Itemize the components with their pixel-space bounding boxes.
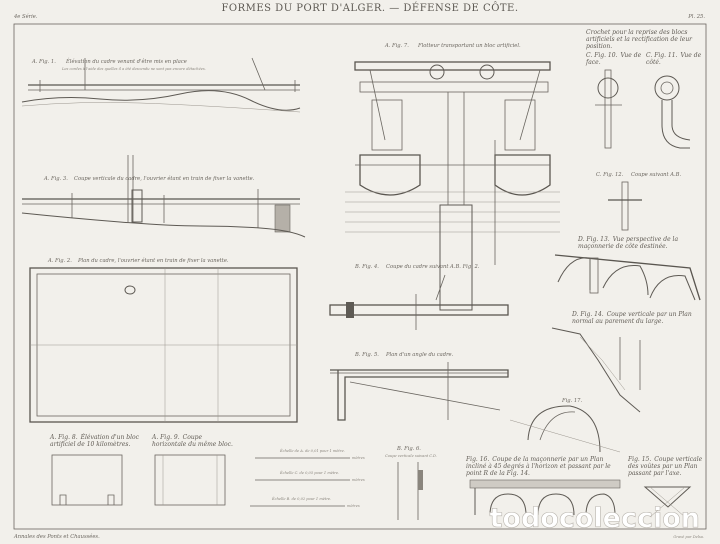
fig2-plan: A. Fig. 2. Plan du cadre, l'ouvrier étan…	[29, 257, 298, 423]
fig10-caption-block: C. Fig. 10.Vue de face.	[586, 52, 642, 66]
watermark: todocoleccion	[490, 503, 701, 534]
scale-c-label: Échelle C. de 0,05 pour 1 mètre.	[279, 470, 339, 475]
plate-title: FORMES DU PORT D'ALGER. — DÉFENSE DE CÔT…	[221, 2, 518, 14]
fig12-label: C. Fig. 12.	[596, 172, 624, 178]
fig10-11-12-hook: C. Fig. 12. Coupe suivant A.B.	[595, 69, 691, 231]
fig5-caption: Plan d'un angle du cadre.	[385, 352, 454, 358]
fig3-caption: Coupe verticale du cadre, l'ouvrier étan…	[74, 175, 255, 182]
fig10-caption: Vue de face.	[586, 52, 642, 66]
fig8-caption: Élévation d'un bloc artificiel de 10 kil…	[50, 434, 139, 448]
fig17-arcs: Fig. 17.	[509, 398, 621, 453]
fig4-caption: Coupe du cadre suivant A.B. Fig. 2.	[386, 264, 480, 270]
fig1-note: Les cordes à l'aide des quelles il a été…	[61, 67, 206, 71]
scale-bars: Échelle de A. de 0,01 pour 1 mètre. mètr…	[250, 448, 365, 508]
fig15-caption-block: Fig. 15.Coupe verticale des voûtes par u…	[628, 456, 704, 477]
scale-b-label: Échelle B. de 0,02 pour 1 mètre.	[271, 496, 331, 501]
scale-a-unit: mètres	[352, 456, 365, 460]
fig9-caption-block: A. Fig. 9.Coupe horizontale du même bloc…	[152, 434, 238, 448]
fig13-perspective	[554, 254, 701, 301]
fig1-label: A. Fig. 1.	[31, 59, 56, 65]
fig16-arcade	[469, 479, 621, 516]
fig14-caption: Coupe verticale par un Plan normal au pa…	[572, 311, 692, 325]
fig11-caption-block: C. Fig. 11.Vue de côté.	[646, 52, 704, 66]
publisher-credit: Annales des Ponts et Chaussées.	[13, 533, 100, 540]
fig3-label: A. Fig. 3.	[43, 176, 68, 182]
fig1-caption: Élévation du cadre venant d'être mis en …	[65, 57, 187, 65]
fig16-caption-block: Fig. 16.Coupe de la maçonnerie par un Pl…	[466, 456, 624, 477]
fig4-label: B. Fig. 4.	[354, 264, 379, 270]
fig6-caption: Coupe verticale suivant C.D.	[385, 454, 437, 458]
fig4-section: B. Fig. 4. Coupe du cadre suivant A.B. F…	[329, 264, 509, 330]
fig2-caption: Plan du cadre, l'ouvrier étant en train …	[77, 257, 229, 264]
scale-a-label: Échelle de A. de 0,01 pour 1 mètre.	[279, 448, 345, 453]
plate-border	[13, 23, 707, 530]
fig6-label: B. Fig. 6.	[396, 446, 421, 452]
fig8-caption-block: A. Fig. 8.Élévation d'un bloc artificiel…	[50, 434, 142, 448]
fig13-label: D. Fig. 13.	[578, 236, 610, 243]
fig8-label: A. Fig. 8.	[50, 434, 78, 441]
fig5-label: B. Fig. 5.	[354, 352, 379, 358]
fig14-caption-block: D. Fig. 14.Coupe verticale par un Plan n…	[572, 311, 702, 325]
fig3-section: A. Fig. 3. Coupe verticale du cadre, l'o…	[21, 155, 306, 238]
fig2-label: A. Fig. 2.	[47, 258, 72, 264]
fig16-label: Fig. 16.	[466, 456, 490, 463]
fig11-label: C. Fig. 11.	[646, 52, 678, 59]
fig14-label: D. Fig. 14.	[572, 311, 604, 318]
fig1-elevation: A. Fig. 1. Élévation du cadre venant d'ê…	[21, 57, 301, 113]
fig12-caption: Coupe suivant A.B.	[631, 172, 681, 178]
fig9-label: A. Fig. 9.	[152, 434, 180, 441]
fig15-caption: Coupe verticale des voûtes par un Plan p…	[628, 456, 703, 477]
fig16-caption: Coupe de la maçonnerie par un Plan incli…	[466, 456, 611, 477]
scale-b-unit: mètres	[347, 504, 360, 508]
fig10-11-title: Crochet pour la reprise des blocs artifi…	[586, 29, 693, 50]
plate-number: Pl. 25.	[687, 14, 705, 20]
series-label: 4e Série.	[13, 13, 38, 20]
fig7-label: A. Fig. 7.	[384, 43, 409, 49]
fig7-float: A. Fig. 7. Flotteur transportant un bloc…	[345, 43, 560, 311]
fig10-label: C. Fig. 10.	[586, 52, 618, 59]
fig17-label: Fig. 17.	[561, 398, 582, 404]
fig6-section: B. Fig. 6. Coupe verticale suivant C.D.	[385, 446, 437, 520]
fig13-caption: Vue perspective de la maçonnerie de côte…	[578, 236, 679, 250]
fig8-9-block	[51, 454, 226, 506]
fig14-section	[551, 327, 641, 413]
fig9-caption: Coupe horizontale du même bloc.	[152, 434, 233, 448]
fig5-corner-plan: B. Fig. 5. Plan d'un angle du cadre.	[330, 352, 509, 421]
engraver-credit: Gravé par Delsa.	[673, 535, 704, 539]
scale-c-unit: mètres	[352, 478, 365, 482]
fig15-section	[643, 486, 692, 518]
fig11-caption: Vue de côté.	[646, 52, 702, 66]
fig13-caption-block: D. Fig. 13.Vue perspective de la maçonne…	[578, 236, 702, 250]
fig15-label: Fig. 15.	[628, 456, 652, 463]
fig7-caption: Flotteur transportant un bloc artificiel…	[417, 43, 521, 49]
